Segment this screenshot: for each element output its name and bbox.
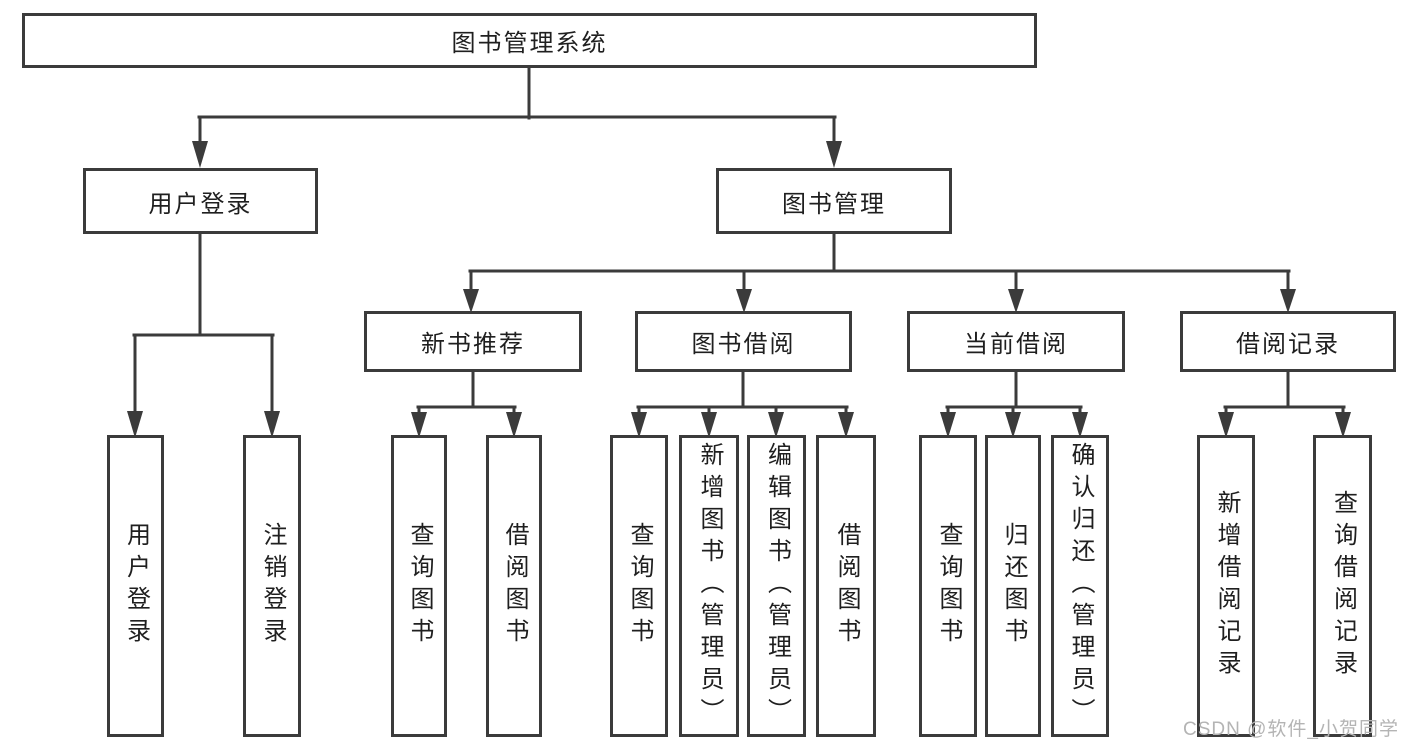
- node-label: 借阅记录: [1236, 331, 1340, 358]
- node-label: 借阅图书: [833, 522, 860, 650]
- leaf-user-login: 用户登录: [107, 435, 164, 737]
- arrowhead-icon: [192, 141, 208, 168]
- leaf-add-books-admin: 新增图书（管理员）: [679, 435, 739, 737]
- arrowhead-icon: [506, 412, 522, 438]
- node-user-login: 用户登录: [83, 168, 318, 234]
- node-label: 确认归还（管理员）: [1067, 442, 1094, 730]
- leaf-logout: 注销登录: [243, 435, 301, 737]
- arrowhead-icon: [1218, 412, 1234, 438]
- node-label: 注销登录: [259, 522, 286, 650]
- node-label: 图书借阅: [691, 331, 796, 358]
- node-borrow-records: 借阅记录: [1180, 311, 1396, 372]
- leaf-query-books-current: 查询图书: [919, 435, 977, 737]
- arrowhead-icon: [1335, 412, 1351, 438]
- arrowhead-icon: [1008, 289, 1024, 313]
- leaf-edit-books-admin: 编辑图书（管理员）: [747, 435, 806, 737]
- leaf-add-borrow-record: 新增借阅记录: [1197, 435, 1255, 737]
- arrowhead-icon: [736, 289, 752, 313]
- node-label: 查询图书: [406, 522, 433, 650]
- node-label: 当前借阅: [964, 331, 1068, 358]
- leaf-query-books-borrowing: 查询图书: [610, 435, 668, 737]
- arrowhead-icon: [411, 412, 427, 438]
- node-label: 用户登录: [122, 522, 150, 650]
- arrowhead-icon: [463, 289, 479, 313]
- node-label: 查询图书: [935, 522, 962, 650]
- leaf-borrow-books-recommend: 借阅图书: [486, 435, 542, 737]
- node-label: 图书管理: [782, 190, 886, 218]
- node-current-borrowing: 当前借阅: [907, 311, 1125, 372]
- arrowhead-icon: [838, 412, 854, 438]
- node-label: 编辑图书（管理员）: [763, 442, 791, 730]
- leaf-query-books-recommend: 查询图书: [391, 435, 447, 737]
- arrowhead-icon: [826, 141, 842, 168]
- node-label: 图书管理系统: [451, 30, 608, 57]
- leaf-borrow-books: 借阅图书: [816, 435, 876, 737]
- arrowhead-icon: [768, 412, 784, 438]
- node-label: 查询借阅记录: [1329, 490, 1357, 682]
- node-label: 新增图书（管理员）: [696, 442, 723, 730]
- node-new-book-recommend: 新书推荐: [364, 311, 582, 372]
- arrowhead-icon: [701, 412, 717, 438]
- arrowhead-icon: [264, 411, 280, 438]
- node-book-management: 图书管理: [716, 168, 952, 234]
- leaf-confirm-return-admin: 确认归还（管理员）: [1051, 435, 1109, 737]
- node-library-management-system: 图书管理系统: [22, 13, 1037, 68]
- arrowhead-icon: [1005, 412, 1021, 438]
- node-label: 查询图书: [626, 522, 653, 650]
- node-label: 借阅图书: [501, 522, 528, 650]
- node-label: 用户登录: [148, 190, 253, 218]
- arrowhead-icon: [1072, 412, 1088, 438]
- leaf-return-books: 归还图书: [985, 435, 1041, 737]
- arrowhead-icon: [631, 412, 647, 438]
- arrowhead-icon: [127, 411, 143, 438]
- node-book-borrowing: 图书借阅: [635, 311, 852, 372]
- leaf-query-borrow-record: 查询借阅记录: [1313, 435, 1372, 737]
- watermark: CSDN @软件_小贺同学: [1183, 719, 1399, 740]
- node-label: 新书推荐: [421, 331, 525, 358]
- arrowhead-icon: [1280, 289, 1296, 313]
- arrowhead-icon: [940, 412, 956, 438]
- node-label: 归还图书: [1000, 522, 1027, 650]
- node-label: 新增借阅记录: [1213, 490, 1240, 682]
